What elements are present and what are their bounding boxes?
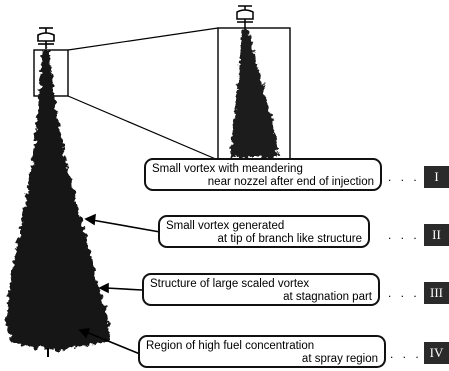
callout-i-line1: Small vortex with meandering (152, 163, 374, 176)
callout-iv-line1: Region of high fuel concentration (146, 340, 378, 353)
callout-ii: Small vortex generated at tip of branch … (158, 215, 370, 248)
zoom-connector-bottom (68, 96, 218, 160)
callout-i: Small vortex with meandering near nozzel… (144, 158, 382, 191)
callout-ii-line2: at tip of branch like structure (166, 233, 362, 246)
leader-dots-iii: . . . (388, 286, 420, 300)
nozzle-icon (38, 28, 54, 49)
numeral-badge-ii: II (424, 224, 449, 246)
callout-i-line2: near nozzel after end of injection (152, 176, 374, 189)
numeral-badge-iv: IV (424, 342, 449, 364)
callout-iii-line1: Structure of large scaled vortex (150, 278, 372, 291)
leader-dots-ii: . . . (388, 228, 420, 242)
callout-iii: Structure of large scaled vortex at stag… (142, 273, 380, 306)
leader-dots-i: . . . (388, 170, 420, 184)
callout-iv: Region of high fuel concentration at spr… (138, 335, 386, 368)
callout-iv-line2: at spray region (146, 353, 378, 366)
leader-dots-iv: . . . (390, 347, 422, 361)
spray-plume (6, 50, 110, 350)
callout-ii-line1: Small vortex generated (166, 220, 362, 233)
magnified-spray (230, 30, 278, 158)
nozzle-icon-small (237, 6, 253, 30)
numeral-badge-iii: III (424, 282, 449, 304)
zoom-connector-top (68, 28, 218, 50)
numeral-badge-i: I (424, 166, 449, 188)
callout-iii-line2: at stagnation part (150, 291, 372, 304)
